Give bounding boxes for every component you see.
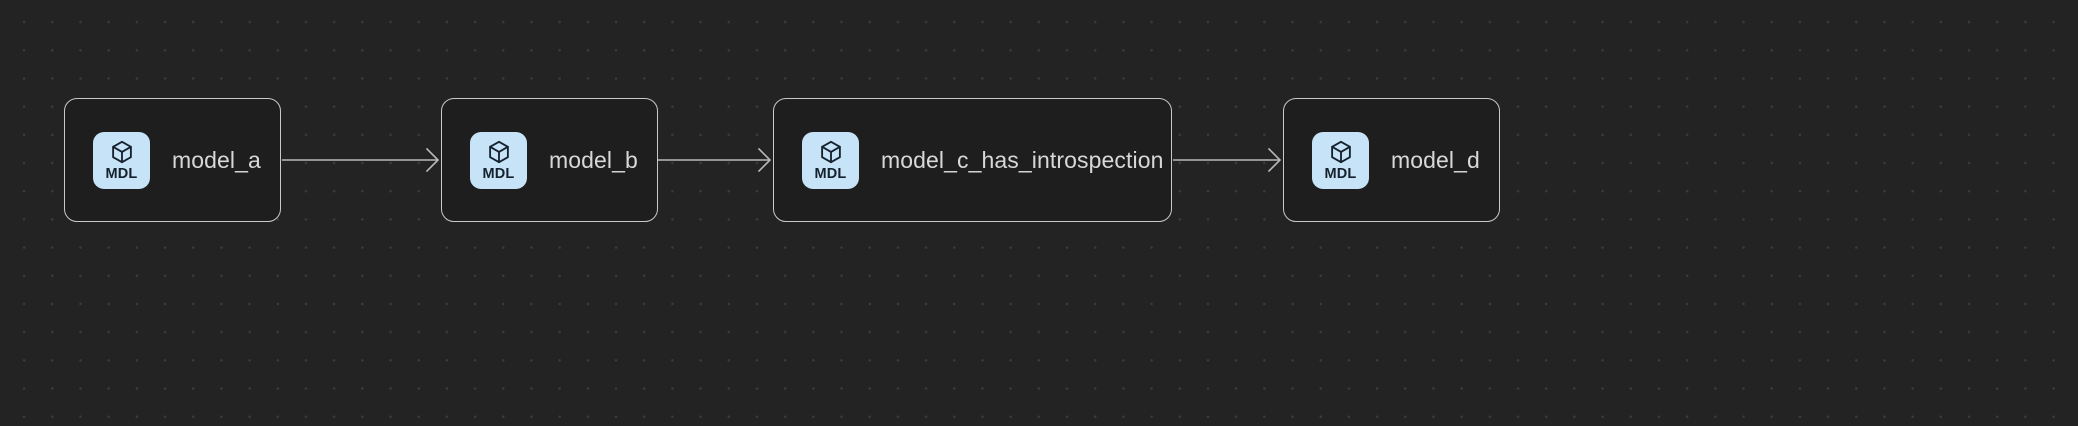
node-type-badge: MDL [470, 131, 527, 189]
graph-node-model_b[interactable]: MDL model_b [441, 98, 658, 222]
edge-model_b-to-model_c_has_introspection [658, 147, 772, 173]
cube-icon [486, 138, 512, 165]
cube-icon [109, 138, 135, 165]
edge-model_a-to-model_b [282, 147, 440, 173]
graph-node-model_a[interactable]: MDL model_a [64, 98, 281, 222]
node-label: model_d [1391, 146, 1480, 173]
node-type-badge-label: MDL [482, 166, 515, 183]
edge-model_c_has_introspection-to-model_d [1173, 147, 1282, 173]
node-label: model_a [172, 146, 261, 173]
cube-icon [1328, 138, 1354, 165]
node-type-badge: MDL [93, 131, 150, 189]
node-type-badge: MDL [1312, 131, 1369, 189]
cube-icon [818, 138, 844, 165]
node-label: model_c_has_introspection [881, 146, 1164, 173]
graph-node-model_c_has_introspection[interactable]: MDL model_c_has_introspection [773, 98, 1172, 222]
node-type-badge-label: MDL [814, 166, 847, 183]
edge-arrowhead-icon [1267, 147, 1282, 173]
edge-arrowhead-icon [425, 147, 440, 173]
node-type-badge-label: MDL [1324, 166, 1357, 183]
node-type-badge: MDL [802, 131, 859, 189]
node-type-badge-label: MDL [105, 166, 138, 183]
graph-node-model_d[interactable]: MDL model_d [1283, 98, 1500, 222]
edge-arrowhead-icon [757, 147, 772, 173]
node-label: model_b [549, 146, 638, 173]
